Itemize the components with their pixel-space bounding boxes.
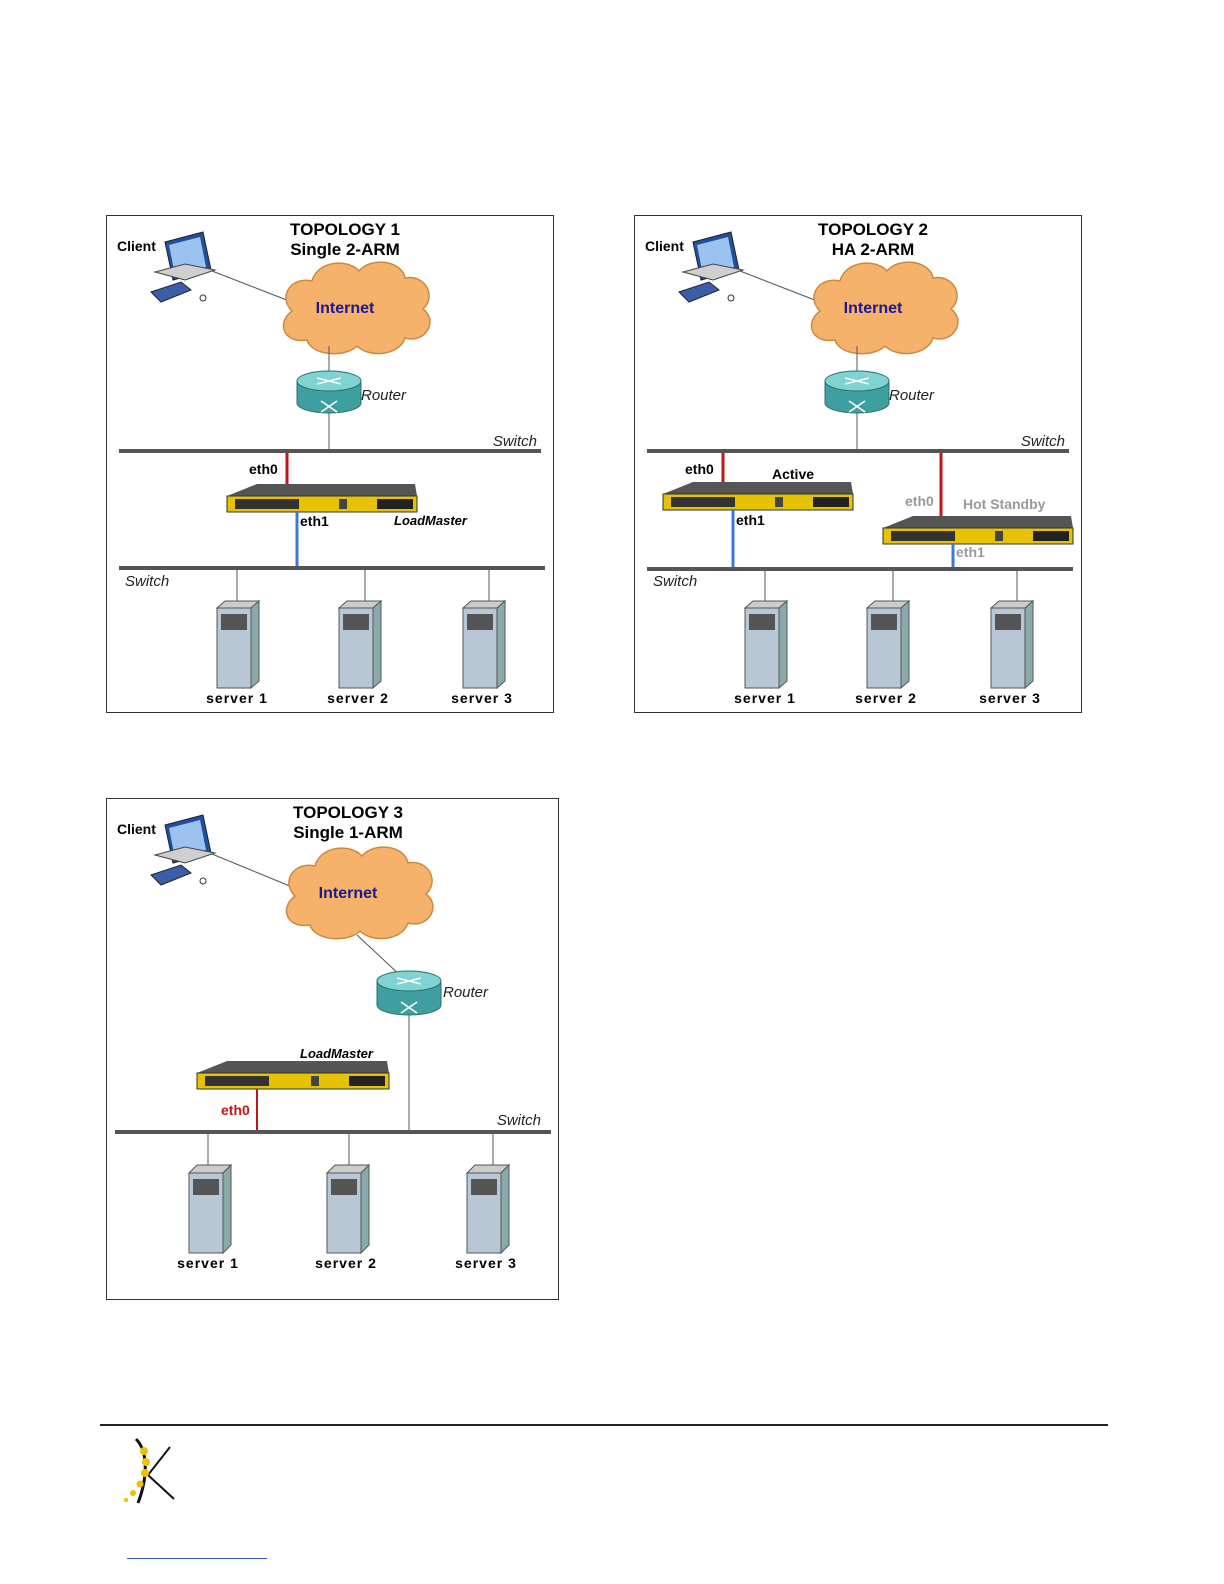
internet-cloud-icon	[282, 261, 431, 355]
server-2-label: server 2	[855, 690, 917, 706]
server-3-icon	[465, 1134, 511, 1255]
internet-label: Internet	[844, 300, 903, 317]
router-icon	[296, 370, 362, 414]
standby-eth1-label: eth1	[956, 544, 985, 560]
server-3-icon	[461, 570, 507, 690]
loadmaster-label: LoadMaster	[394, 513, 468, 528]
server-1-icon	[743, 571, 789, 690]
eth1-label: eth1	[300, 513, 329, 529]
topology-2-diagram: Client TOPOLOGY 2 HA 2-ARM Internet Rout…	[645, 220, 1074, 706]
topology-title: TOPOLOGY 3	[293, 803, 403, 822]
topology-subtitle: Single 1-ARM	[293, 823, 403, 842]
switch-bottom-bar	[119, 566, 545, 570]
server-2-icon	[325, 1134, 371, 1255]
server-3-label: server 3	[455, 1255, 517, 1271]
active-eth1-label: eth1	[736, 512, 765, 528]
topology-subtitle: HA 2-ARM	[832, 240, 914, 259]
topology-3-panel: Client TOPOLOGY 3 Single 1-ARM Internet …	[106, 798, 559, 1300]
topology-title: TOPOLOGY 1	[290, 220, 400, 239]
loadmaster-label: LoadMaster	[300, 1046, 374, 1061]
client-label: Client	[117, 238, 156, 254]
client-label: Client	[645, 238, 684, 254]
client-computer-icon	[678, 231, 745, 303]
switch-bottom-bar	[647, 567, 1073, 571]
router-icon	[376, 970, 442, 1016]
footer-link-underline[interactable]	[127, 1558, 267, 1559]
switch-top-label: Switch	[493, 433, 537, 450]
internet-label: Internet	[316, 300, 375, 317]
router-icon	[824, 370, 890, 414]
switch-top-label: Switch	[1021, 433, 1065, 450]
topology-title: TOPOLOGY 2	[818, 220, 928, 239]
company-logo-icon	[124, 1437, 175, 1504]
client-computer-icon	[150, 814, 217, 886]
loadmaster-appliance-icon	[226, 484, 418, 513]
server-3-label: server 3	[451, 690, 513, 706]
switch-label: Switch	[497, 1112, 541, 1129]
internet-label: Internet	[319, 885, 378, 902]
server-3-icon	[989, 571, 1035, 690]
switch-bottom-label: Switch	[653, 573, 697, 590]
topology-1-diagram: Client TOPOLOGY 1 Single 2-ARM Internet …	[117, 220, 545, 706]
topology-subtitle: Single 2-ARM	[290, 240, 400, 259]
client-computer-icon	[150, 231, 217, 303]
active-eth0-label: eth0	[685, 461, 714, 477]
hot-standby-label: Hot Standby	[963, 496, 1046, 512]
server-1-icon	[187, 1134, 233, 1255]
topology-2-panel: Client TOPOLOGY 2 HA 2-ARM Internet Rout…	[634, 215, 1082, 713]
server-1-label: server 1	[734, 690, 796, 706]
topology-1-panel: Client TOPOLOGY 1 Single 2-ARM Internet …	[106, 215, 554, 713]
server-1-label: server 1	[177, 1255, 239, 1271]
switch-bottom-label: Switch	[125, 573, 169, 590]
router-label: Router	[443, 984, 489, 1001]
server-2-label: server 2	[315, 1255, 377, 1271]
internet-cloud-icon	[285, 846, 434, 940]
switch-top-bar	[119, 449, 541, 453]
server-2-icon	[337, 570, 383, 690]
active-label: Active	[772, 466, 814, 482]
eth0-label: eth0	[221, 1102, 250, 1118]
switch-top-bar	[647, 449, 1069, 453]
server-1-label: server 1	[206, 690, 268, 706]
server-3-label: server 3	[979, 690, 1041, 706]
client-link	[211, 270, 298, 305]
standby-eth0-label: eth0	[905, 493, 934, 509]
topology-3-diagram: Client TOPOLOGY 3 Single 1-ARM Internet …	[115, 803, 551, 1271]
standby-loadmaster-appliance-icon	[882, 516, 1074, 545]
server-1-icon	[215, 570, 261, 690]
server-2-icon	[865, 571, 911, 690]
footer-divider	[100, 1424, 1108, 1426]
client-label: Client	[117, 821, 156, 837]
active-loadmaster-appliance-icon	[662, 482, 854, 511]
router-label: Router	[889, 387, 935, 404]
loadmaster-appliance-icon	[196, 1061, 390, 1090]
internet-cloud-icon	[810, 261, 959, 355]
eth0-label: eth0	[249, 461, 278, 477]
router-label: Router	[361, 387, 407, 404]
switch-bar	[115, 1130, 551, 1134]
server-2-label: server 2	[327, 690, 389, 706]
